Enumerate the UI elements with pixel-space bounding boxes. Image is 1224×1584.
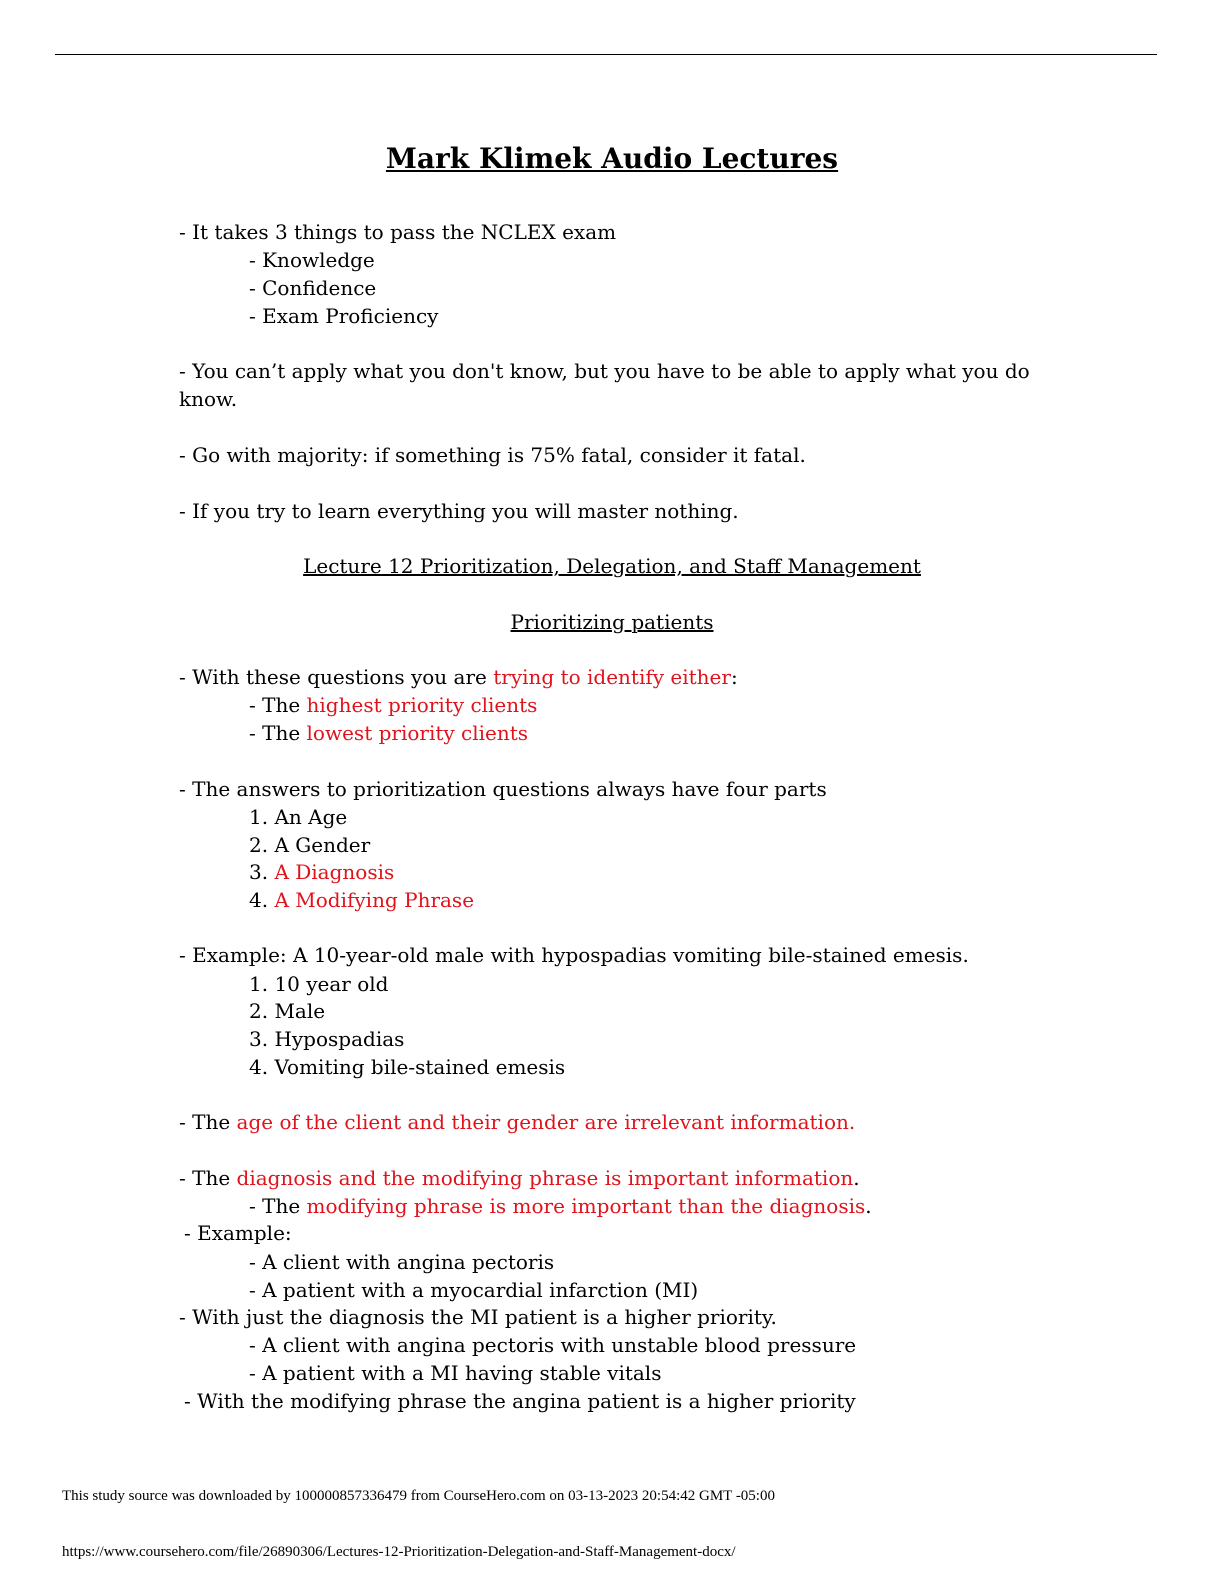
majority-line: - Go with majority: if something is 75% … <box>179 443 806 467</box>
top-rule <box>55 54 1157 55</box>
apply-line-cont: know. <box>179 387 238 411</box>
more-important-line: - The modifying phrase is more important… <box>249 1194 872 1218</box>
example2-item: - A client with angina pectoris <box>249 1250 555 1274</box>
example-intro: - Example: A 10-year-old male with hypos… <box>179 943 969 967</box>
example2-item: - A patient with a MI having stable vita… <box>249 1361 662 1385</box>
section-heading: Prioritizing patients <box>510 610 714 634</box>
irrelevant-line: - The age of the client and their gender… <box>179 1110 856 1134</box>
footer-source: This study source was downloaded by 1000… <box>62 1488 775 1504</box>
identify-line: - With these questions you are trying to… <box>179 665 738 689</box>
example-item: 2. Male <box>249 999 326 1023</box>
apply-line: - You can’t apply what you don't know, b… <box>179 359 1030 383</box>
pass-item: - Exam Proficiency <box>249 304 439 328</box>
learn-line: - If you try to learn everything you wil… <box>179 499 739 523</box>
example2-item: - A patient with a myocardial infarction… <box>249 1278 699 1302</box>
identify-item: - The highest priority clients <box>249 693 538 717</box>
identify-item: - The lowest priority clients <box>249 721 529 745</box>
parts-item: 3. A Diagnosis <box>249 860 395 884</box>
parts-item: 2. A Gender <box>249 833 371 857</box>
footer-url: https://www.coursehero.com/file/26890306… <box>62 1544 736 1560</box>
page-title: Mark Klimek Audio Lectures <box>385 142 839 175</box>
example-item: 3. Hypospadias <box>249 1027 405 1051</box>
example2-conclusion: - With just the diagnosis the MI patient… <box>179 1305 777 1329</box>
example2-conclusion: - With the modifying phrase the angina p… <box>184 1389 856 1413</box>
parts-item: 1. An Age <box>249 805 348 829</box>
lecture-heading: Lecture 12 Prioritization, Delegation, a… <box>303 554 921 578</box>
pass-item: - Knowledge <box>249 248 375 272</box>
parts-item: 4. A Modifying Phrase <box>249 888 475 912</box>
pass-item: - Confidence <box>249 276 377 300</box>
example2-item: - A client with angina pectoris with uns… <box>249 1333 857 1357</box>
parts-intro: - The answers to prioritization question… <box>179 777 827 801</box>
pass-line: - It takes 3 things to pass the NCLEX ex… <box>179 220 617 244</box>
example-item: 4. Vomiting bile-stained emesis <box>249 1055 566 1079</box>
important-line: - The diagnosis and the modifying phrase… <box>179 1166 860 1190</box>
example-item: 1. 10 year old <box>249 972 389 996</box>
example2-label: - Example: <box>184 1221 292 1245</box>
